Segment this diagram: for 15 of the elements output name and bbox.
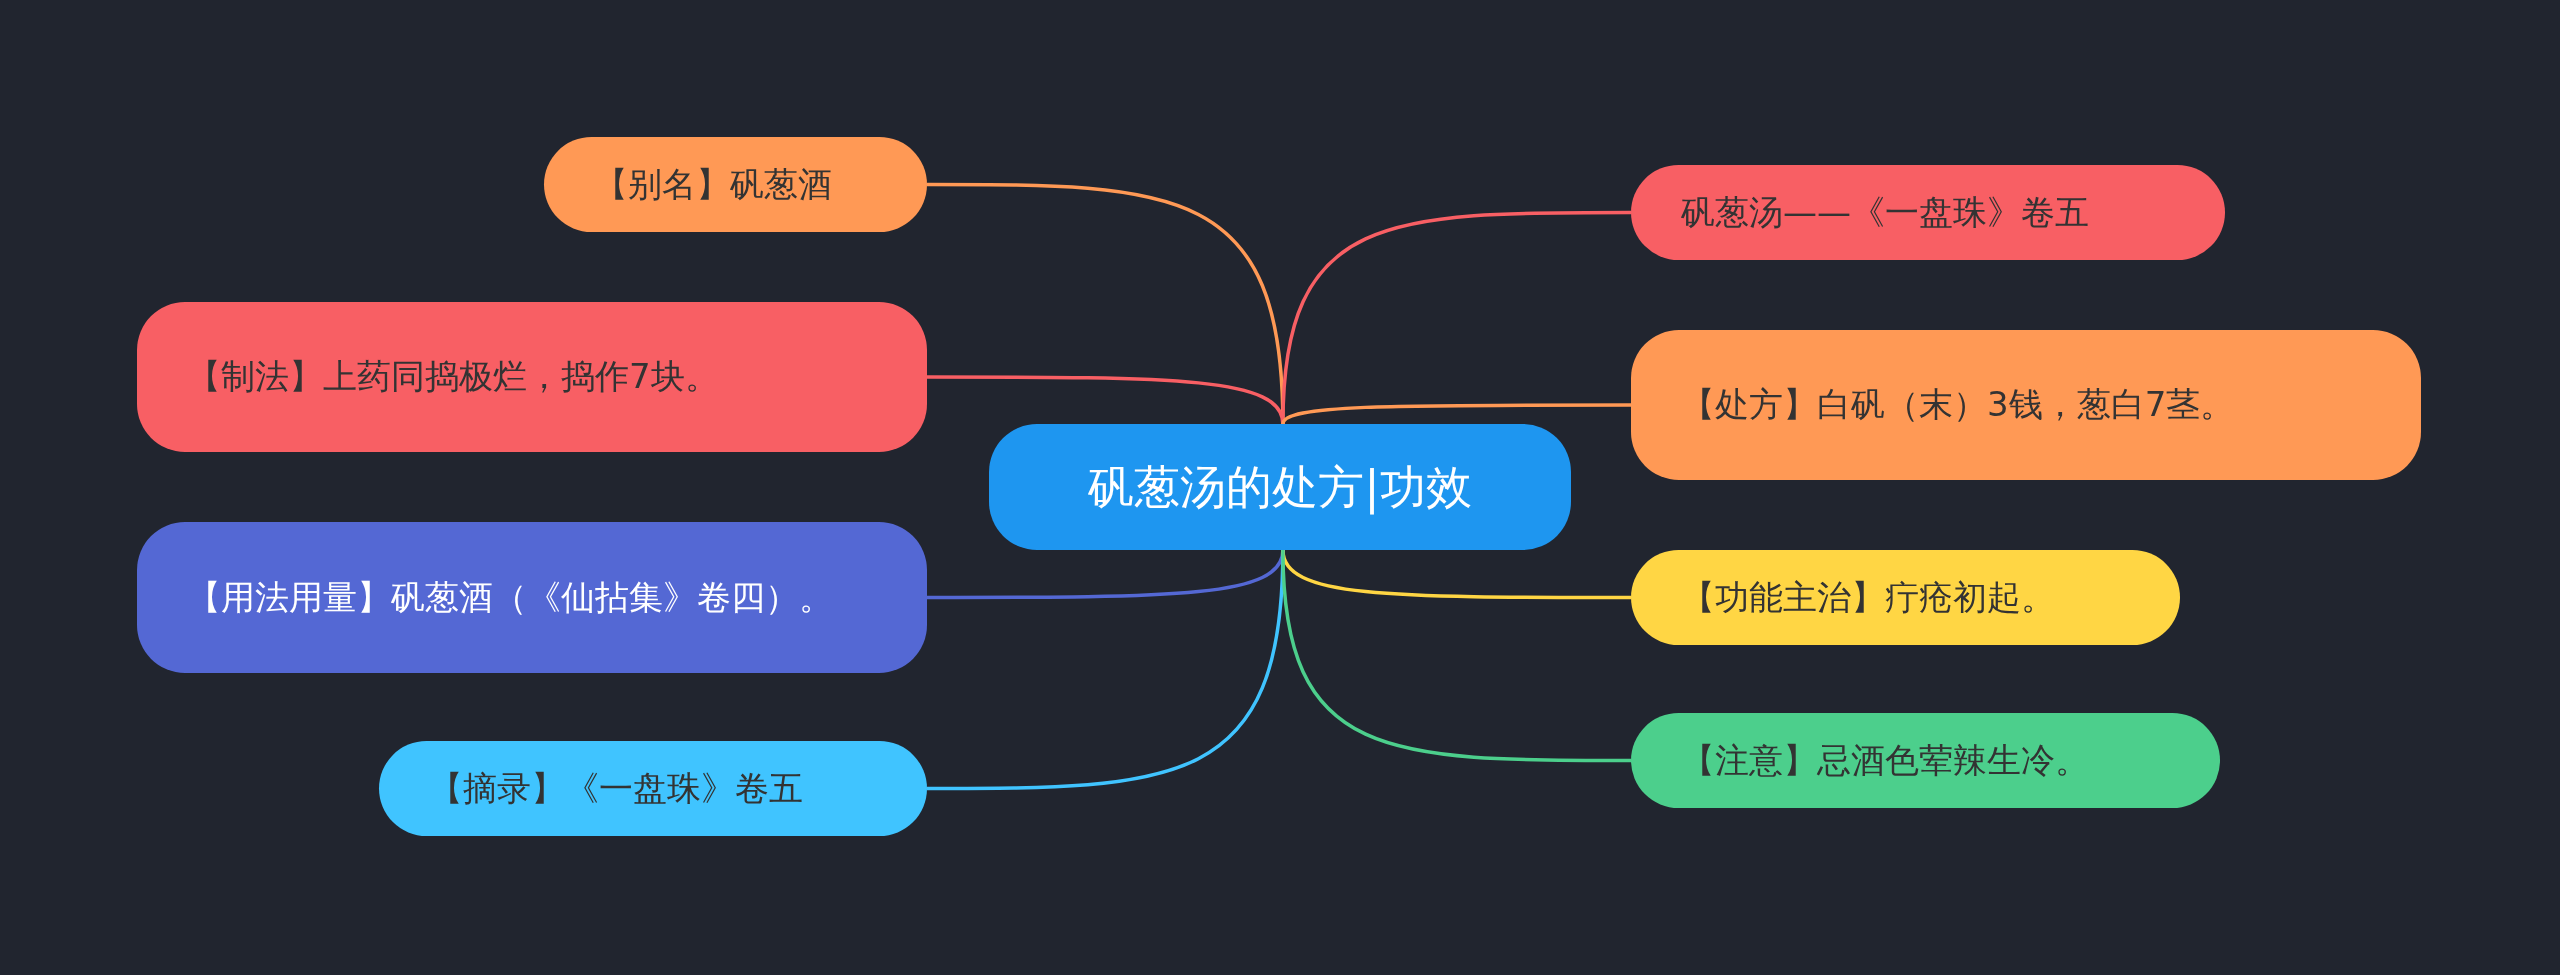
topic-text: 【制法】上药同捣极烂，捣作7块。 xyxy=(187,355,719,399)
topic-title: 矾葱汤的处方|功效 xyxy=(1088,458,1472,517)
connector-curve xyxy=(1281,403,1631,425)
topic-text: 【功能主治】疔疮初起。 xyxy=(1681,575,2055,619)
topic-text: 【处方】白矾（末）3钱，葱白7茎。 xyxy=(1681,383,2235,427)
topic-pill xyxy=(137,522,927,673)
topic-pill xyxy=(1631,330,2421,480)
topic-text: 【别名】矾葱酒 xyxy=(594,162,832,206)
topic-text: 矾葱汤——《一盘珠》卷五 xyxy=(1681,190,2089,234)
topic-text: 【用法用量】矾葱酒（《仙拈集》卷四）。 xyxy=(187,575,833,619)
topic-text: 【注意】忌酒色荤辣生冷。 xyxy=(1681,738,2089,782)
connector-curve xyxy=(1281,549,1631,763)
central-topic xyxy=(989,424,1571,550)
topic-text: 【摘录】《一盘珠》卷五 xyxy=(429,766,803,810)
topic-pill xyxy=(137,302,927,452)
